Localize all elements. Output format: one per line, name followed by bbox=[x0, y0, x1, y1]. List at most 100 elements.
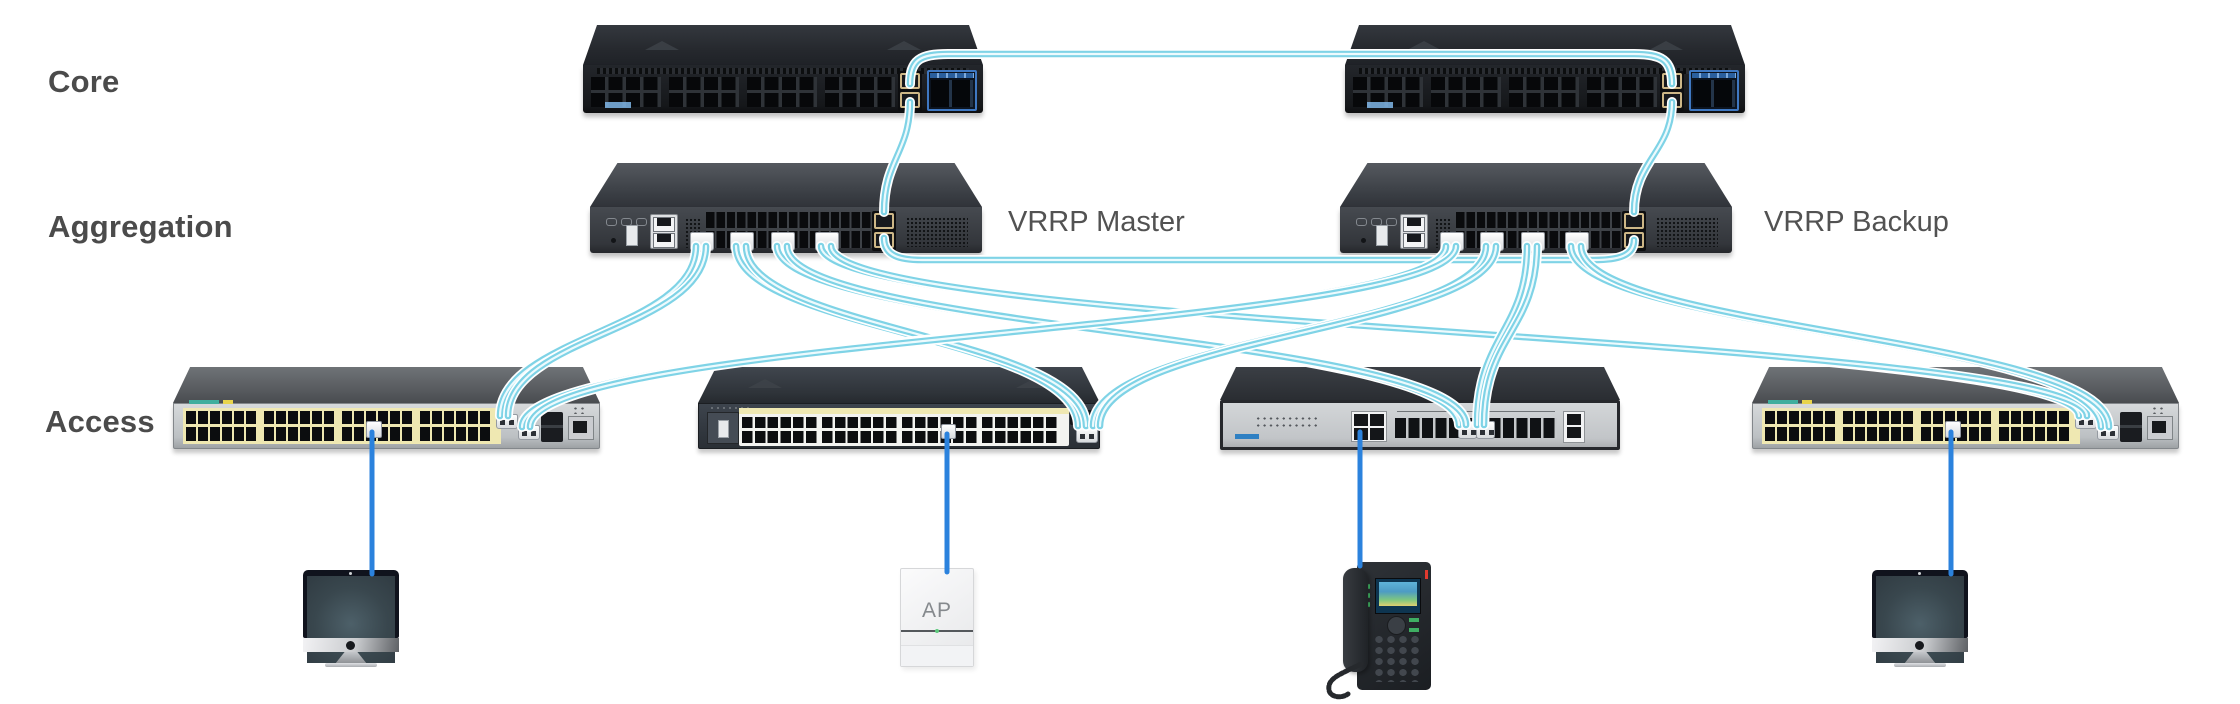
uplink-module bbox=[927, 70, 977, 111]
label-sticker bbox=[189, 400, 233, 404]
ap-label: AP bbox=[921, 599, 952, 622]
switch-chassis-top bbox=[173, 367, 600, 403]
vent-row bbox=[597, 68, 969, 74]
switch-chassis-top bbox=[1340, 163, 1732, 207]
uplink-stack-ports bbox=[898, 71, 922, 111]
vent-grid bbox=[1656, 217, 1718, 247]
usb-panel bbox=[707, 412, 739, 444]
switch-faceplate bbox=[1345, 65, 1745, 113]
rj45-combo-ports bbox=[1351, 411, 1387, 442]
webcam-dot bbox=[1918, 572, 1921, 575]
rj45-port-group bbox=[742, 417, 818, 443]
console-port bbox=[2147, 416, 2173, 440]
sfp-port-group bbox=[669, 77, 739, 107]
usb-port bbox=[626, 225, 638, 246]
port-label-strip bbox=[1762, 400, 2080, 444]
phone-soft-key bbox=[1409, 618, 1419, 622]
sfp-transceiver bbox=[1565, 232, 1589, 251]
monitor-stand bbox=[335, 652, 367, 664]
phone-cord bbox=[1326, 662, 1364, 700]
switch-faceplate bbox=[1340, 207, 1732, 253]
sfp-port-group bbox=[1509, 77, 1579, 107]
led-matrix bbox=[1255, 415, 1319, 430]
rj45-port-group bbox=[1999, 411, 2071, 441]
phone-line-keys bbox=[1367, 582, 1371, 608]
sfp-port-group bbox=[1431, 77, 1501, 107]
rj45-port-group bbox=[420, 411, 492, 441]
sfp-transceiver bbox=[2097, 425, 2119, 440]
monitor-stand bbox=[1904, 652, 1936, 664]
port-label-strip bbox=[183, 400, 501, 444]
uplink-stack-ports bbox=[872, 211, 896, 251]
uplink-stack-ports bbox=[1660, 71, 1684, 111]
switch-faceplate bbox=[590, 207, 982, 253]
phone-nav-cluster bbox=[1387, 616, 1406, 635]
sfp-transceiver bbox=[815, 232, 839, 251]
rj45-port-group bbox=[264, 411, 336, 441]
label-sticker bbox=[605, 102, 631, 108]
switch-chassis-top bbox=[1752, 367, 2179, 403]
switch-faceplate bbox=[173, 400, 600, 449]
label-core-layer: Core bbox=[48, 64, 120, 99]
switch-faceplate bbox=[583, 65, 983, 113]
phone-message-led bbox=[1425, 570, 1428, 579]
sfp-transceiver bbox=[2075, 414, 2097, 429]
sfp-transceiver bbox=[1476, 421, 1495, 439]
ethernet-connector bbox=[941, 424, 956, 439]
sfp-transceiver bbox=[496, 414, 518, 429]
label-sticker bbox=[1367, 102, 1393, 108]
rj45-port-group bbox=[1843, 411, 1915, 441]
uplink-module bbox=[1689, 70, 1739, 111]
status-leds bbox=[2151, 406, 2165, 414]
ip-phone bbox=[1326, 562, 1431, 700]
label-sticker bbox=[1235, 434, 1259, 439]
sfp-slots bbox=[1070, 410, 1092, 425]
access-switch-1 bbox=[173, 367, 600, 451]
sfp-transceiver bbox=[1076, 426, 1098, 443]
switch-chassis-top bbox=[1345, 25, 1745, 65]
ethernet-connector bbox=[1945, 421, 1961, 438]
switch-chassis-top bbox=[583, 25, 983, 65]
sfp-slots bbox=[541, 412, 563, 442]
chevron-mark bbox=[1016, 379, 1050, 388]
ap-status-led bbox=[935, 629, 939, 633]
usb-port bbox=[1376, 225, 1388, 246]
access-switch-2 bbox=[698, 367, 1100, 451]
aggregation-switch-master bbox=[590, 163, 982, 253]
label-access-layer: Access bbox=[45, 404, 155, 439]
core-switch-2 bbox=[1345, 25, 1745, 117]
management-ports bbox=[1400, 214, 1428, 249]
phone-screen bbox=[1375, 578, 1421, 614]
sfp-slots bbox=[2120, 412, 2142, 442]
aggregation-switch-backup bbox=[1340, 163, 1732, 253]
switch-chassis-top bbox=[590, 163, 982, 207]
desktop-computer-1 bbox=[303, 570, 399, 667]
chevron-mark bbox=[1649, 41, 1683, 50]
phone-soft-key bbox=[1409, 628, 1419, 632]
switch-chassis-top bbox=[698, 367, 1100, 403]
monitor-base bbox=[325, 663, 377, 667]
access-switch-3 bbox=[1220, 367, 1620, 453]
rj45-port-group bbox=[902, 417, 978, 443]
sfp-transceiver bbox=[518, 425, 540, 440]
core-switch-1 bbox=[583, 25, 983, 117]
sfp-transceiver bbox=[1440, 232, 1464, 251]
logo-dot bbox=[346, 641, 355, 650]
reset-button bbox=[611, 238, 616, 243]
logo-dot bbox=[1915, 641, 1924, 650]
access-switch-4 bbox=[1752, 367, 2179, 451]
label-vrrp-backup: VRRP Backup bbox=[1764, 206, 1949, 238]
status-leds bbox=[572, 406, 586, 414]
desktop-computer-2 bbox=[1872, 570, 1968, 667]
port-panel bbox=[739, 408, 1069, 446]
wireless-access-point: AP bbox=[900, 568, 974, 667]
management-ports bbox=[650, 214, 678, 249]
sfp-transceiver bbox=[1480, 232, 1504, 251]
ap-base-section bbox=[901, 645, 973, 666]
rj45-port-group bbox=[822, 417, 898, 443]
sfp-transceiver bbox=[1458, 421, 1477, 439]
switch-faceplate bbox=[698, 403, 1100, 449]
webcam-dot bbox=[349, 572, 352, 575]
rj45-port-group bbox=[1765, 411, 1837, 441]
